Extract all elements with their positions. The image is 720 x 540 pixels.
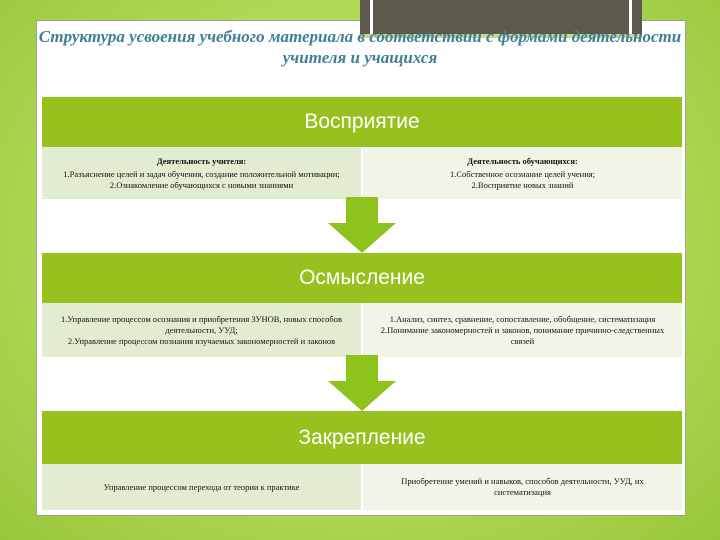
teacher-activity-cell: Деятельность учителя: 1.Разъяснение целе… xyxy=(42,147,363,199)
teacher-activity-line: 1.Управление процессом осознания и приоб… xyxy=(61,313,342,335)
stage-comprehension-band: Осмысление xyxy=(42,253,682,303)
decorative-header-block xyxy=(360,0,642,38)
student-activity-line: 2.Восприятие новых знаний xyxy=(471,179,574,190)
student-activity-line: 1.Собственное осознание целей учения; xyxy=(449,168,596,179)
stage-consolidation-band: Закрепление xyxy=(42,411,682,464)
teacher-activity-heading: Деятельность учителя: xyxy=(156,155,247,166)
student-activity-line: 1.Анализ, синтез, сравнение, сопоставлен… xyxy=(389,313,656,324)
stage-perception-row: Деятельность учителя: 1.Разъяснение целе… xyxy=(42,147,682,199)
stage-perception-band: Восприятие xyxy=(42,97,682,147)
teacher-activity-line: Управление процессом перехода от теории … xyxy=(103,481,300,492)
down-arrow-icon xyxy=(328,197,396,253)
student-activity-cell: Приобретение умений и навыков, способов … xyxy=(363,464,682,510)
student-activity-cell: 1.Анализ, синтез, сравнение, сопоставлен… xyxy=(363,303,682,357)
stage-comprehension-row: 1.Управление процессом осознания и приоб… xyxy=(42,303,682,357)
slide-title: Структура усвоения учебного материала в … xyxy=(38,27,682,67)
down-arrow-icon xyxy=(328,355,396,411)
student-activity-line: Приобретение умений и навыков, способов … xyxy=(401,476,644,497)
teacher-activity-line: 2.Ознакомление обучающихся с новыми знан… xyxy=(109,179,294,190)
student-activity-cell: Деятельность обучающихся: 1.Собственное … xyxy=(363,147,682,199)
stage-consolidation-row: Управление процессом перехода от теории … xyxy=(42,464,682,510)
student-activity-heading: Деятельность обучающихся: xyxy=(467,155,578,166)
teacher-activity-cell: Управление процессом перехода от теории … xyxy=(42,464,363,510)
student-activity-line: 2.Понимание закономерностей и законов, п… xyxy=(380,324,665,346)
teacher-activity-line: 1.Разъяснение целей и задач обучения, со… xyxy=(63,168,340,179)
teacher-activity-line: 2.Управление процессом познания изучаемы… xyxy=(67,335,336,346)
teacher-activity-cell: 1.Управление процессом осознания и приоб… xyxy=(42,303,363,357)
